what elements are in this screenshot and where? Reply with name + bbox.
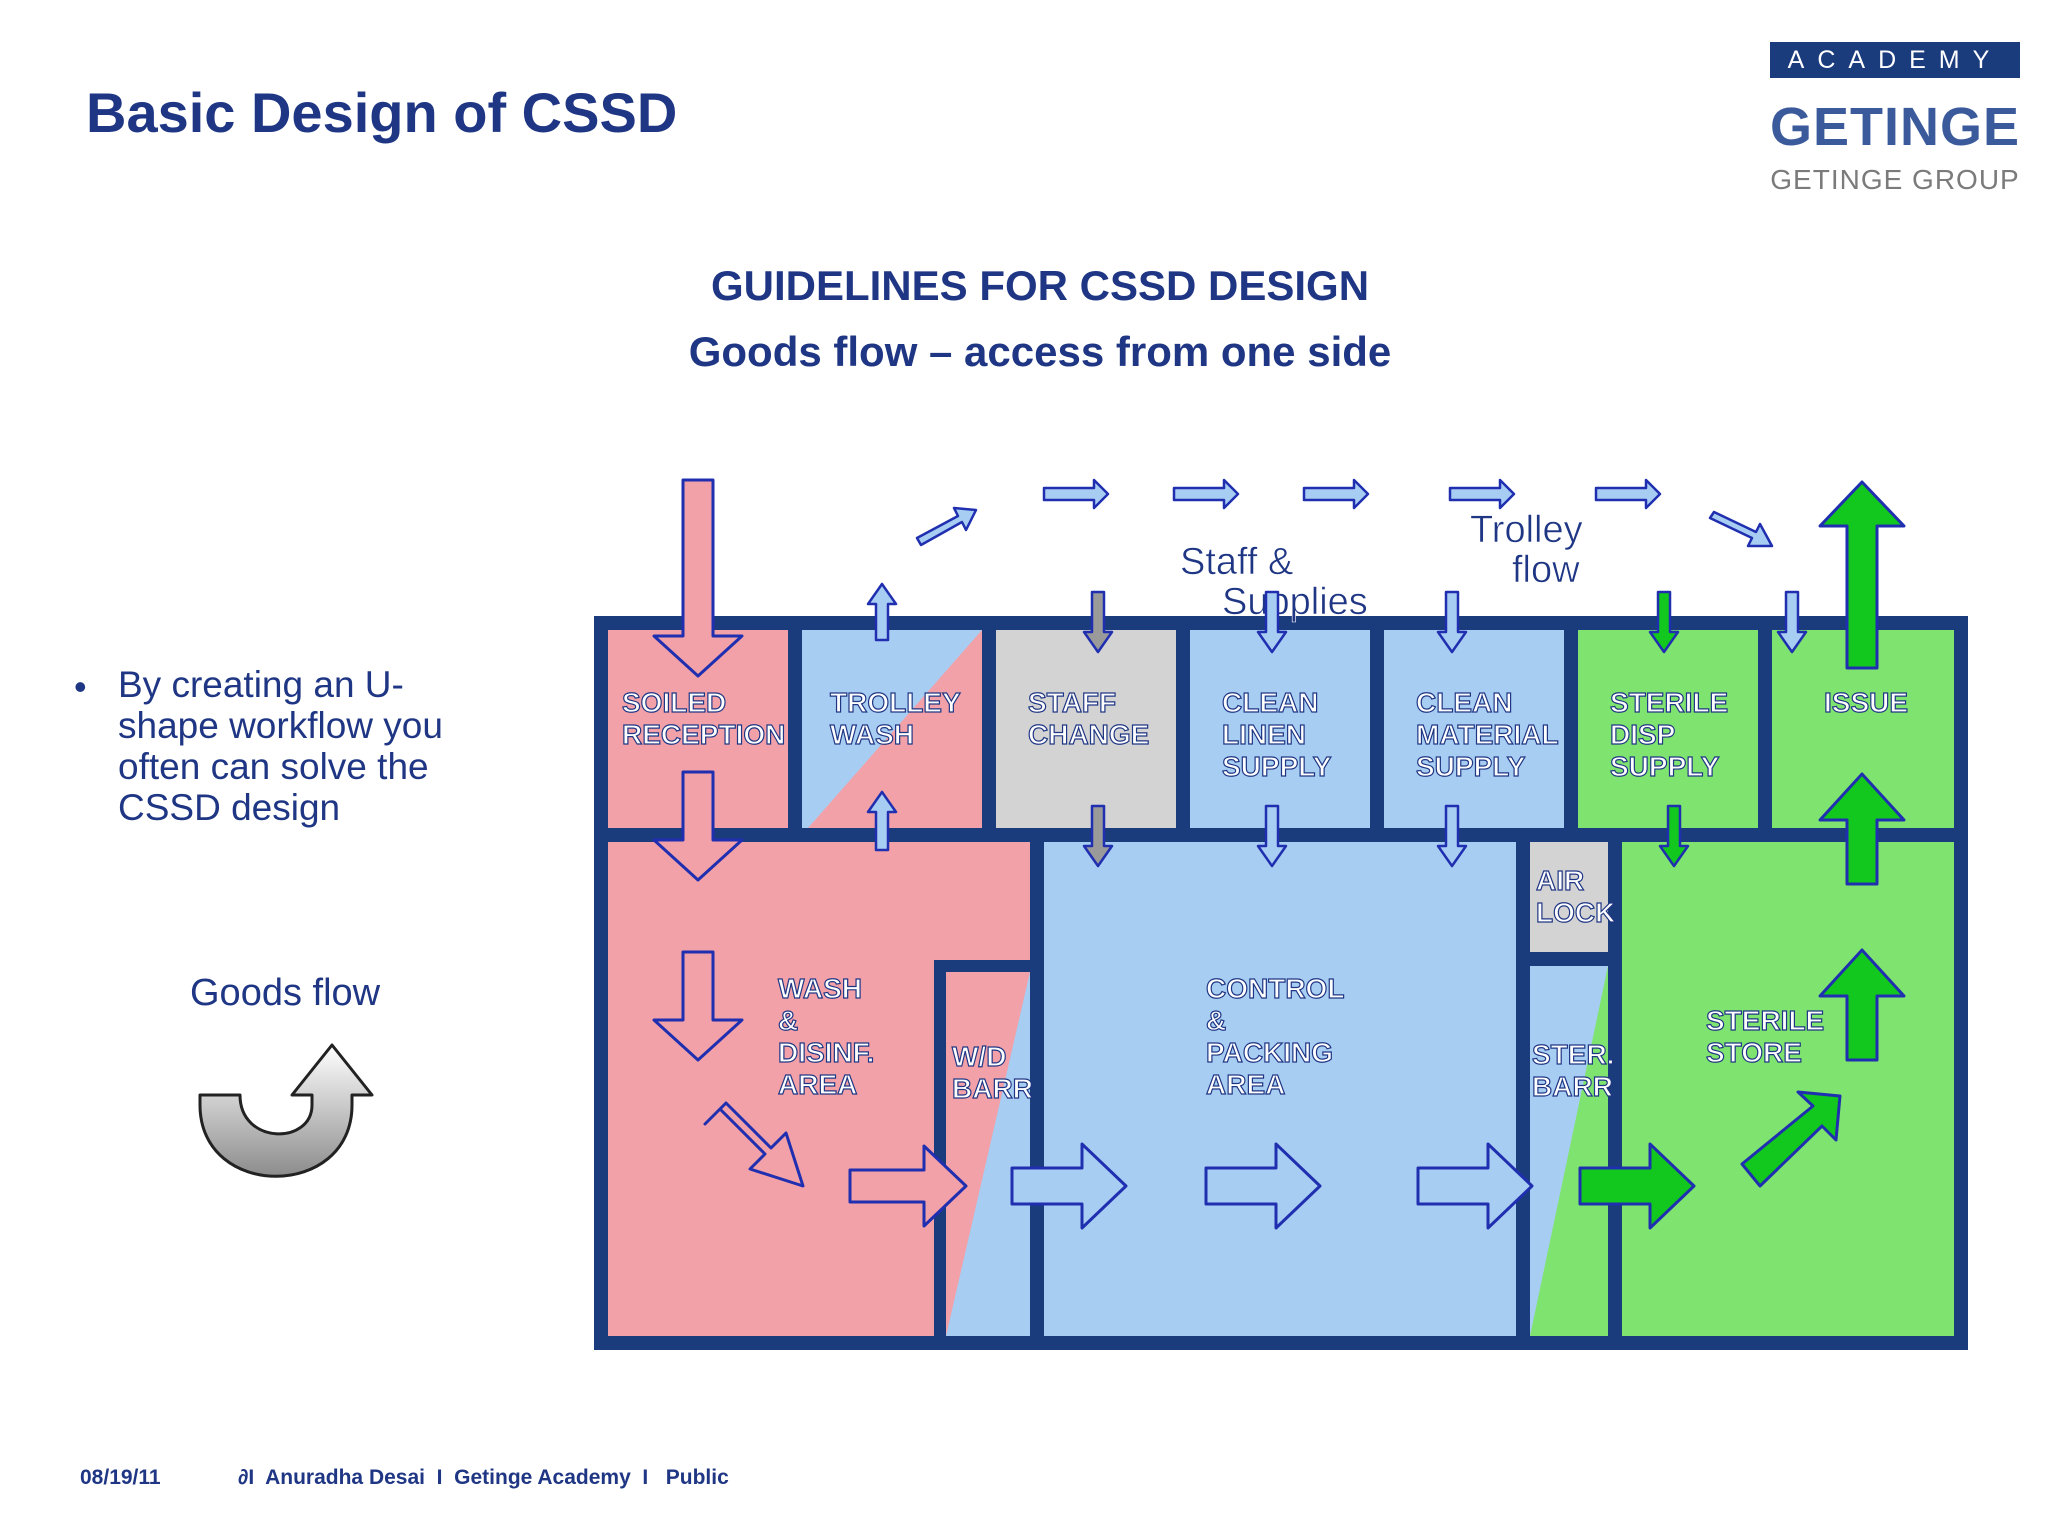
label-soiled-reception: SOILED RECEPTION [622, 687, 785, 750]
soiled-goods-arrows [652, 478, 968, 1228]
arrow-to-wd-barr-icon [848, 1144, 968, 1228]
material-down-arrow-1-icon [1436, 590, 1468, 654]
staff-flow-arrows [1082, 590, 1114, 868]
trolley-arrow-1-icon [1042, 478, 1110, 510]
issue-down-arrow-icon [1776, 590, 1808, 654]
linen-down-arrow-1-icon [1256, 590, 1288, 654]
label-air-lock: AIR LOCK [1536, 865, 1615, 928]
sterile-goods-arrows [1578, 480, 1906, 1230]
room-clean-material-supply [1384, 630, 1564, 828]
trolley-wash-up-arrow-icon [866, 582, 898, 642]
label-clean-material-supply: CLEAN MATERIAL SUPPLY [1416, 687, 1566, 782]
staff-supplies-label-1: Staff & [1180, 541, 1293, 583]
label-staff-change: STAFF CHANGE [1028, 687, 1149, 750]
material-down-arrow-2-icon [1436, 804, 1468, 868]
arrow-to-sterile-store-icon [1578, 1142, 1696, 1230]
room-sterile-disp-supply [1578, 630, 1758, 828]
logo-group: GETINGE GROUP [1770, 164, 2020, 195]
arrow-issue-out-icon [1818, 480, 1906, 670]
trolley-arrow-2-icon [1172, 478, 1240, 510]
arrow-soiled-down-icon [652, 770, 744, 882]
room-clean-linen-supply [1190, 630, 1370, 828]
logo-brand: GETINGE [1770, 97, 2021, 157]
page-title: Basic Design of CSSD [86, 81, 678, 144]
arrow-to-control-icon [1010, 1142, 1128, 1230]
staff-down-arrow-2-icon [1082, 804, 1114, 868]
arrow-store-up-icon [1818, 948, 1906, 1062]
clean-goods-arrows [1010, 1142, 1534, 1230]
trolley-arrow-4-icon [1448, 478, 1516, 510]
arrow-control-icon [1204, 1142, 1322, 1230]
sterile-supply-arrows [1648, 590, 1690, 868]
label-sterile-disp-supply: STERILE DISP SUPPLY [1610, 687, 1736, 782]
linen-down-arrow-2-icon [1256, 804, 1288, 868]
label-sterile-store: STERILE STORE [1706, 1005, 1832, 1068]
arrow-store-diagonal-icon [1740, 1090, 1842, 1188]
room-ster-barr [1530, 966, 1608, 1336]
arrow-wash-down-icon [652, 950, 744, 1062]
label-wash-disinf-area: WASH & DISINF. AREA [778, 973, 882, 1100]
trolley-flow-arrows [866, 478, 1808, 868]
arrow-soiled-in-icon [652, 478, 744, 678]
label-wd-barr: W/D BARR [952, 1041, 1033, 1104]
trolley-wash-in-arrow-icon [866, 790, 898, 852]
trolley-arrow-5-icon [1594, 478, 1662, 510]
diagram-subheading: Goods flow – access from one side [688, 328, 1392, 375]
label-clean-linen-supply: CLEAN LINEN SUPPLY [1222, 687, 1332, 782]
room-staff-change [996, 630, 1176, 828]
trolley-flow-label-1: Trolley [1470, 509, 1583, 551]
trolley-arrow-diag-down-icon [1708, 510, 1774, 548]
arrow-wash-diagonal-icon [703, 1101, 805, 1188]
staff-supplies-label-2: Supplies [1222, 581, 1368, 623]
u-turn-arrow-icon [198, 1043, 374, 1178]
room-sterile-store [1622, 842, 1954, 1336]
bullet-text: By creating an U-shape workflow you ofte… [118, 664, 443, 828]
goods-flow-label: Goods flow [190, 972, 381, 1014]
arrow-to-issue-icon [1818, 772, 1906, 886]
label-control-packing-area: CONTROL & PACKING AREA [1206, 973, 1352, 1100]
footer-date: 08/19/11 [80, 1466, 161, 1489]
sterile-disp-down-arrow-1-icon [1648, 590, 1680, 654]
footer-text: ∂I Anuradha Desai I Getinge Academy I Pu… [238, 1466, 729, 1489]
sterile-disp-down-arrow-2-icon [1658, 804, 1690, 868]
room-trolley-wash [802, 630, 982, 828]
label-ster-barr: STER. BARR [1532, 1039, 1622, 1102]
bullet-marker: • [74, 666, 87, 707]
room-air-lock [1530, 842, 1608, 952]
trolley-arrow-3-icon [1302, 478, 1370, 510]
label-issue: ISSUE [1824, 687, 1908, 718]
trolley-flow-label-2: flow [1512, 549, 1580, 591]
arrow-to-ster-barr-icon [1416, 1142, 1534, 1230]
trolley-arrow-diag-up-icon [915, 506, 978, 547]
staff-down-arrow-1-icon [1082, 590, 1114, 654]
room-control-packing-area [1044, 842, 1516, 1336]
room-wd-barr [946, 972, 1030, 1336]
diagram-heading: GUIDELINES FOR CSSD DESIGN [710, 262, 1370, 309]
logo-academy-band: ACADEMY [1770, 42, 2020, 78]
label-trolley-wash: TROLLEY WASH [830, 687, 968, 750]
